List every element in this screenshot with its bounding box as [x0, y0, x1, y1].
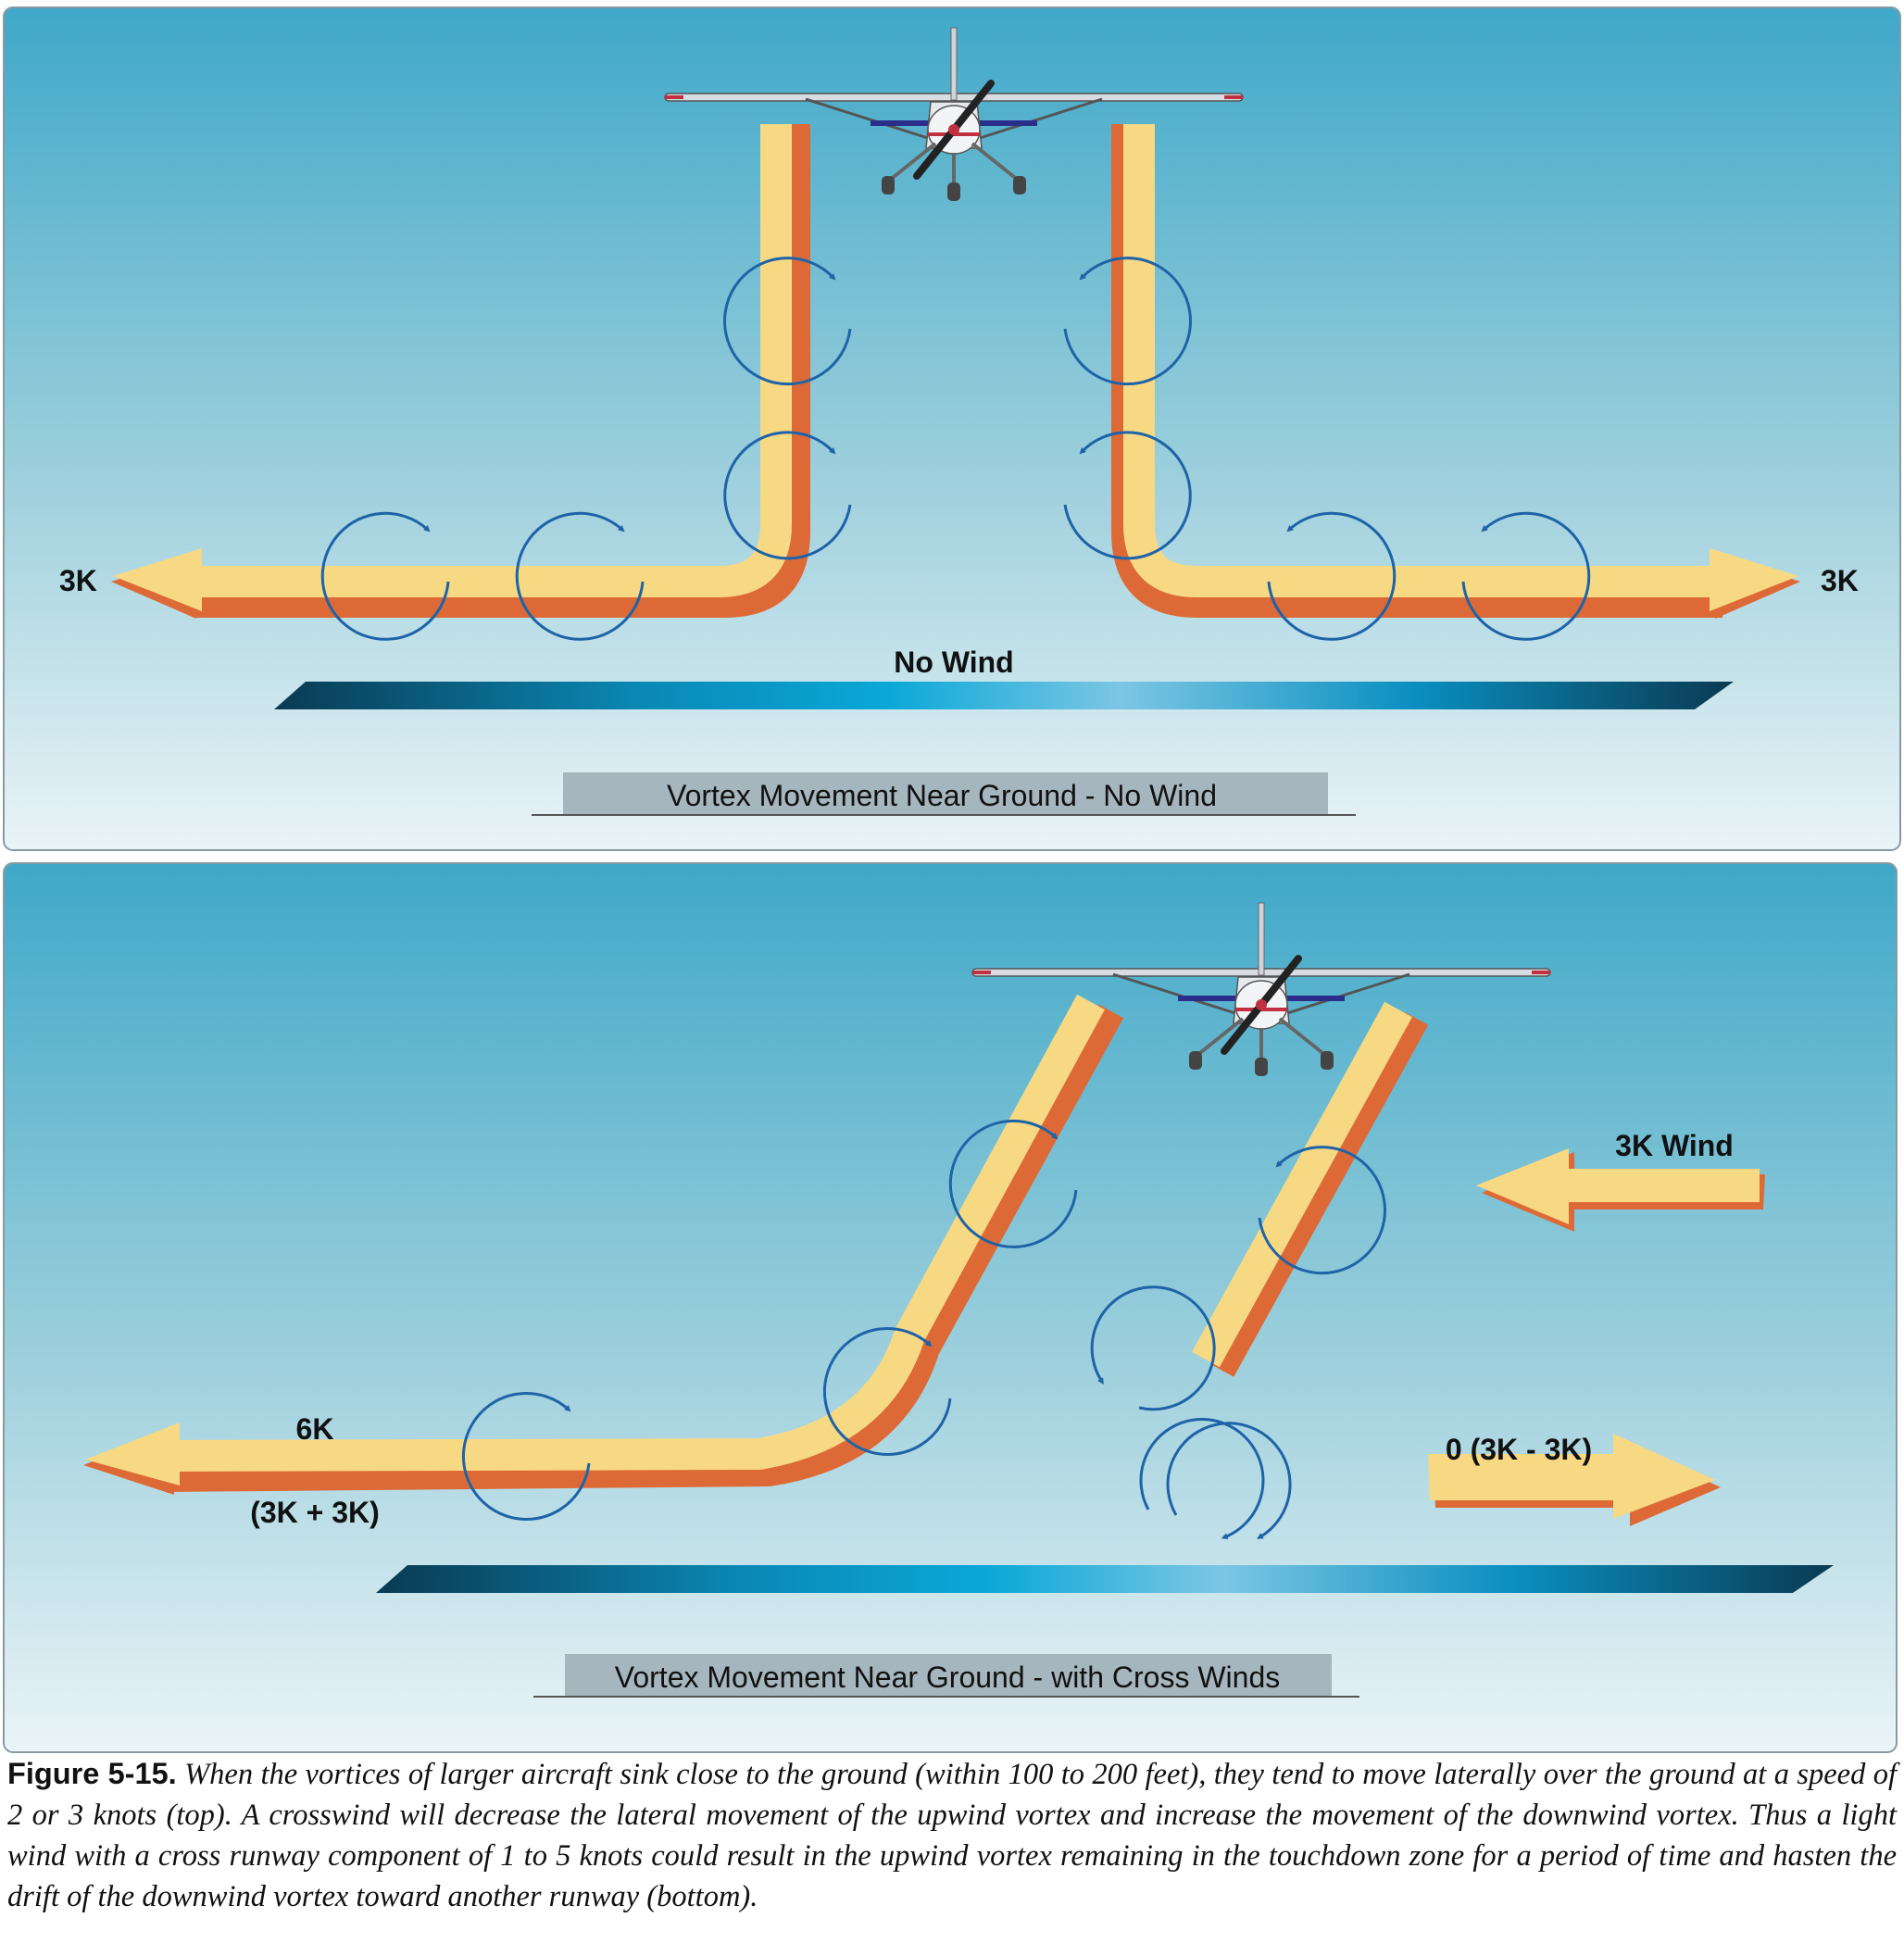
right-vortex-trail — [1192, 1001, 1429, 1377]
vortex-rotation-icon — [1063, 257, 1591, 641]
left-vortex-trail — [111, 124, 810, 619]
right-vortex-trail — [1111, 124, 1800, 619]
ground-strip — [376, 1565, 1834, 1593]
left-speed-label: 6K — [296, 1412, 334, 1446]
figure-label: Figure 5-15. — [7, 1757, 177, 1790]
wind-label: No Wind — [894, 646, 1013, 679]
left-speed-label: 3K — [59, 564, 97, 597]
left-vortex-trail — [83, 994, 1124, 1495]
caption-text: When the vortices of larger aircraft sin… — [7, 1758, 1898, 1913]
right-speed-label: 3K — [1821, 564, 1859, 597]
panel-title: Vortex Movement Near Ground - No Wind — [667, 779, 1217, 812]
wind-arrow — [1476, 1148, 1765, 1232]
bottom-panel: 3K Wind 6K (3K + 3K) 0 (3K - 3K) Vortex … — [3, 862, 1898, 1753]
panel-title: Vortex Movement Near Ground - with Cross… — [615, 1661, 1280, 1694]
vortex-rotation-icon — [1090, 1146, 1386, 1539]
top-panel: 3K 3K No Wind Vortex Movement Near Groun… — [3, 6, 1901, 851]
left-speed-formula: (3K + 3K) — [250, 1496, 380, 1529]
figure-caption: Figure 5-15. When the vortices of larger… — [7, 1753, 1897, 1917]
zero-arrow — [1428, 1434, 1721, 1526]
vortex-rotation-icon — [461, 1119, 1078, 1521]
vortex-rotation-icon — [320, 257, 852, 641]
vortex-diagram: 3K 3K No Wind Vortex Movement Near Groun… — [3, 6, 1901, 1753]
panel-title-tab — [565, 1654, 1332, 1697]
ground-strip — [274, 682, 1734, 709]
panel-title-tab — [563, 772, 1328, 815]
right-speed-label: 0 (3K - 3K) — [1446, 1433, 1592, 1466]
wind-label: 3K Wind — [1615, 1129, 1734, 1162]
